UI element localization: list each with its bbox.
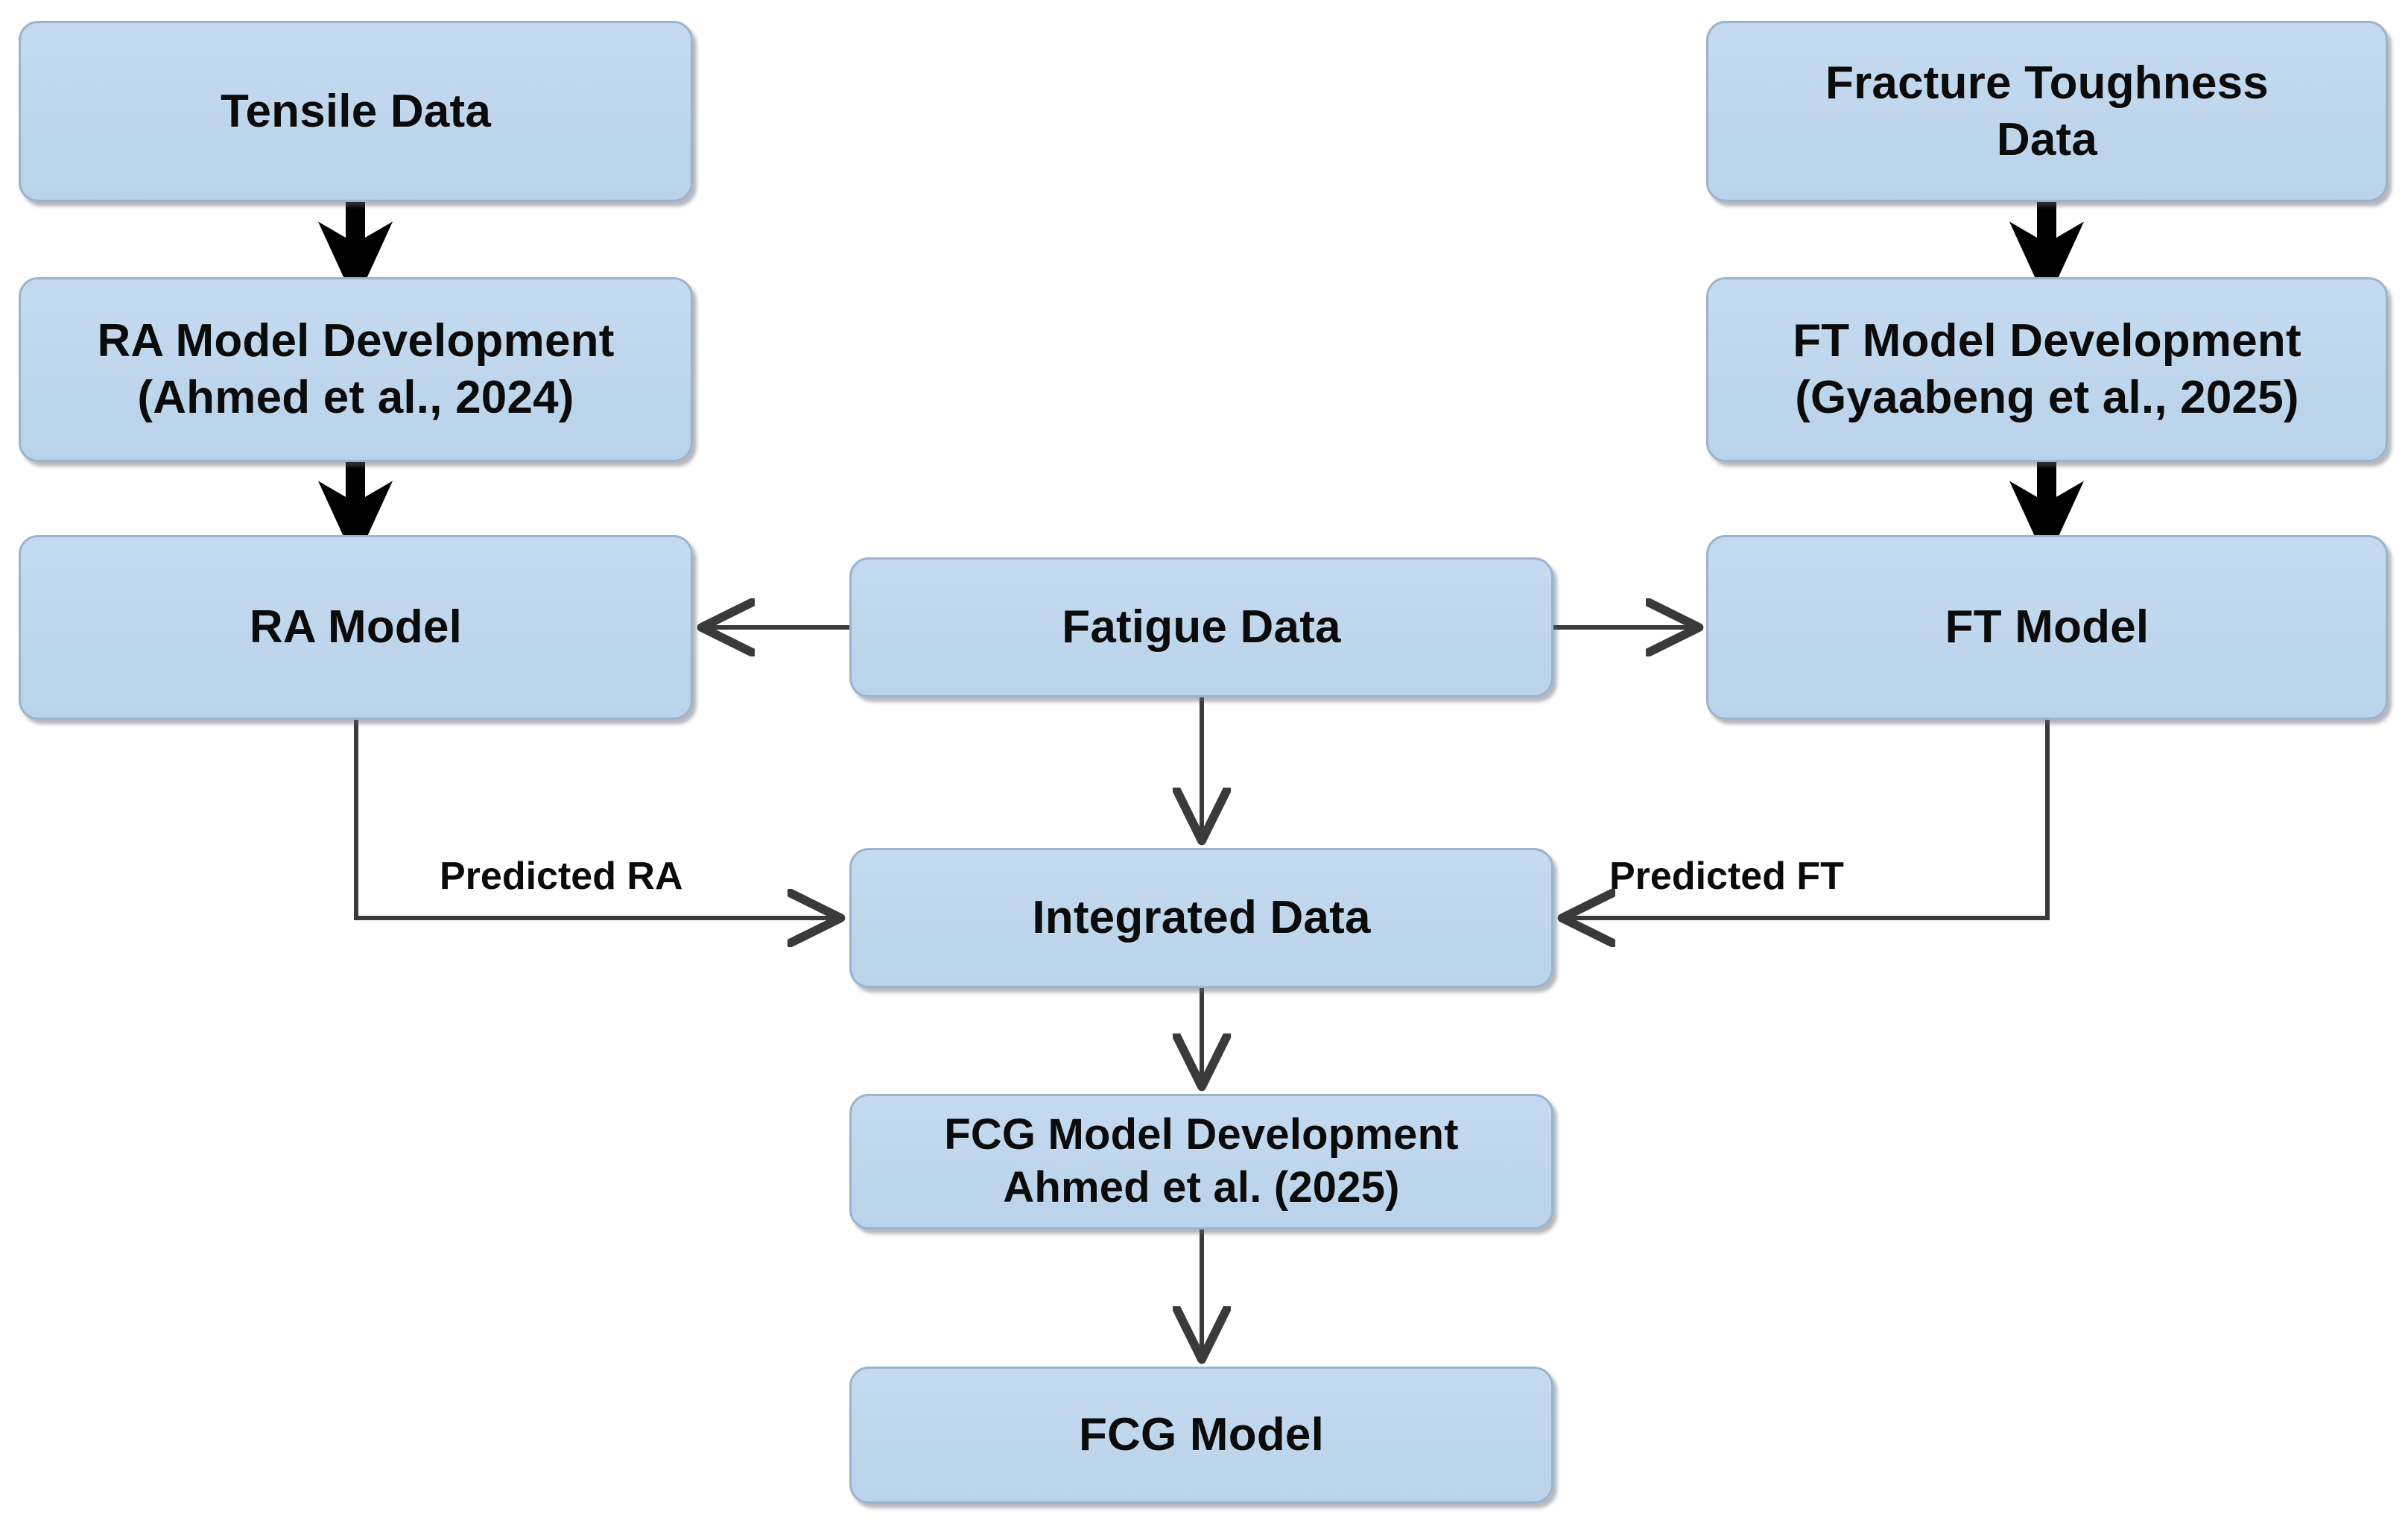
node-tensile-data[interactable]: Tensile Data xyxy=(19,21,693,202)
edge-label-predicted-ft: Predicted FT xyxy=(1609,855,1844,898)
node-label-fcg-model-development: FCG Model Development Ahmed et al. (2025… xyxy=(944,1110,1459,1212)
node-ft-model[interactable]: FT Model xyxy=(1706,535,2388,720)
node-fatigue-data[interactable]: Fatigue Data xyxy=(849,557,1553,697)
node-label-ft-model: FT Model xyxy=(1945,601,2149,653)
node-ra-model[interactable]: RA Model xyxy=(19,535,693,720)
node-label-ra-model-development: RA Model Development (Ahmed et al., 2024… xyxy=(97,315,615,423)
node-label-integrated-data: Integrated Data xyxy=(1032,892,1371,944)
node-label-ra-model: RA Model xyxy=(249,601,463,653)
node-integrated-data[interactable]: Integrated Data xyxy=(849,848,1553,988)
node-label-fracture-toughness-data: Fracture Toughness Data xyxy=(1825,57,2269,165)
node-fcg-model-development[interactable]: FCG Model Development Ahmed et al. (2025… xyxy=(849,1094,1553,1229)
node-label-fatigue-data: Fatigue Data xyxy=(1062,601,1341,653)
node-label-ft-model-development: FT Model Development (Gyaabeng et al., 2… xyxy=(1793,315,2301,423)
edge-label-predicted-ra: Predicted RA xyxy=(440,855,683,898)
node-fracture-toughness-data[interactable]: Fracture Toughness Data xyxy=(1706,21,2388,202)
node-label-fcg-model: FCG Model xyxy=(1079,1409,1324,1461)
node-label-tensile-data: Tensile Data xyxy=(220,85,492,137)
node-ft-model-development[interactable]: FT Model Development (Gyaabeng et al., 2… xyxy=(1706,277,2388,462)
node-fcg-model[interactable]: FCG Model xyxy=(849,1367,1553,1504)
node-ra-model-development[interactable]: RA Model Development (Ahmed et al., 2024… xyxy=(19,277,693,462)
